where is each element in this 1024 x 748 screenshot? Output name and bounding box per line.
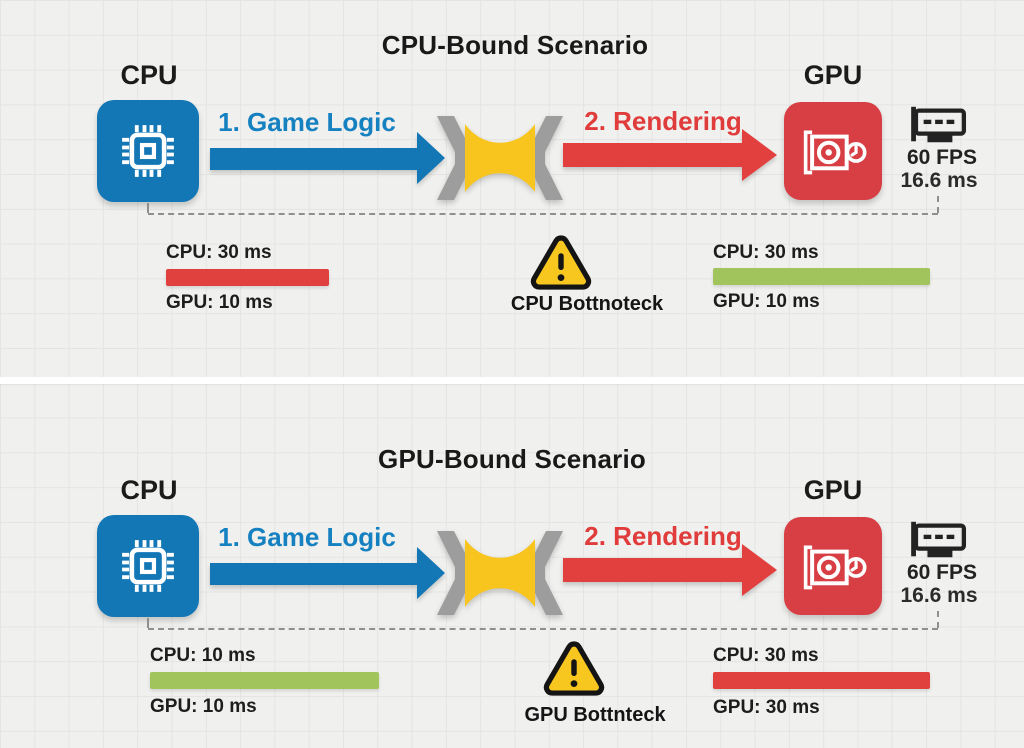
game-logic-label: 1. Game Logic: [218, 522, 396, 552]
gpu-time-label: GPU: 10 ms: [713, 291, 820, 312]
gpu-time-label: GPU: 10 ms: [150, 696, 257, 717]
fps-value: 60 FPS: [906, 561, 978, 584]
cpu-label: CPU: [120, 60, 178, 90]
microchip-icon: [122, 125, 174, 177]
rendering-arrow: [563, 544, 777, 596]
gpu-icon-box: [784, 102, 882, 200]
gpu-card-badge-icon: [911, 106, 967, 143]
bottleneck-caption: CPU Bottnoteck: [510, 293, 664, 315]
timeline-tick-left: [147, 203, 149, 213]
frame-time-value: 16.6 ms: [900, 584, 978, 607]
game-logic-arrow: [210, 547, 445, 599]
timeline-tick-right: [937, 196, 939, 213]
microchip-icon: [122, 540, 174, 592]
timeline-dashed-line: [148, 628, 938, 630]
panel-title: CPU-Bound Scenario: [381, 30, 649, 60]
cpu-icon-box: [97, 100, 199, 202]
cpu-time-bar: [166, 269, 329, 286]
gpu-frame-bar: [713, 268, 930, 285]
rendering-arrow: [563, 129, 777, 181]
gpu-time-label: GPU: 10 ms: [166, 292, 273, 313]
graphics-card-icon: [803, 545, 867, 590]
game-logic-arrow: [210, 132, 445, 184]
cpu-time-bar: [150, 672, 379, 689]
warning-triangle-icon: [530, 235, 592, 290]
gpu-label: GPU: [803, 475, 863, 505]
rendering-label: 2. Rendering: [584, 106, 742, 136]
fps-value: 60 FPS: [906, 146, 978, 169]
gpu-frame-bar: [713, 672, 930, 689]
gpu-label: GPU: [803, 60, 863, 90]
cpu-time-label: CPU: 30 ms: [166, 242, 272, 263]
rendering-label: 2. Rendering: [584, 521, 742, 551]
timeline-tick-right: [937, 611, 939, 628]
cpu-time-label: CPU: 30 ms: [713, 242, 819, 263]
bottleneck-caption: GPU Bottnteck: [524, 704, 666, 726]
bottleneck-funnel-icon: [437, 116, 563, 200]
frame-time-value: 16.6 ms: [900, 169, 978, 192]
bottleneck-funnel-icon: [437, 531, 563, 615]
cpu-time-label: CPU: 30 ms: [713, 645, 819, 666]
cpu-time-label: CPU: 10 ms: [150, 645, 256, 666]
gpu-card-badge-icon: [911, 521, 967, 558]
panel-title: GPU-Bound Scenario: [378, 444, 646, 474]
cpu-label: CPU: [120, 475, 178, 505]
warning-triangle-icon: [543, 641, 605, 696]
gpu-icon-box: [784, 517, 882, 615]
timeline-tick-left: [147, 618, 149, 628]
game-logic-label: 1. Game Logic: [218, 107, 396, 137]
graphics-card-icon: [803, 130, 867, 175]
panel-divider: [0, 377, 1024, 384]
timeline-dashed-line: [148, 213, 938, 215]
gpu-time-label: GPU: 30 ms: [713, 697, 820, 718]
cpu-icon-box: [97, 515, 199, 617]
